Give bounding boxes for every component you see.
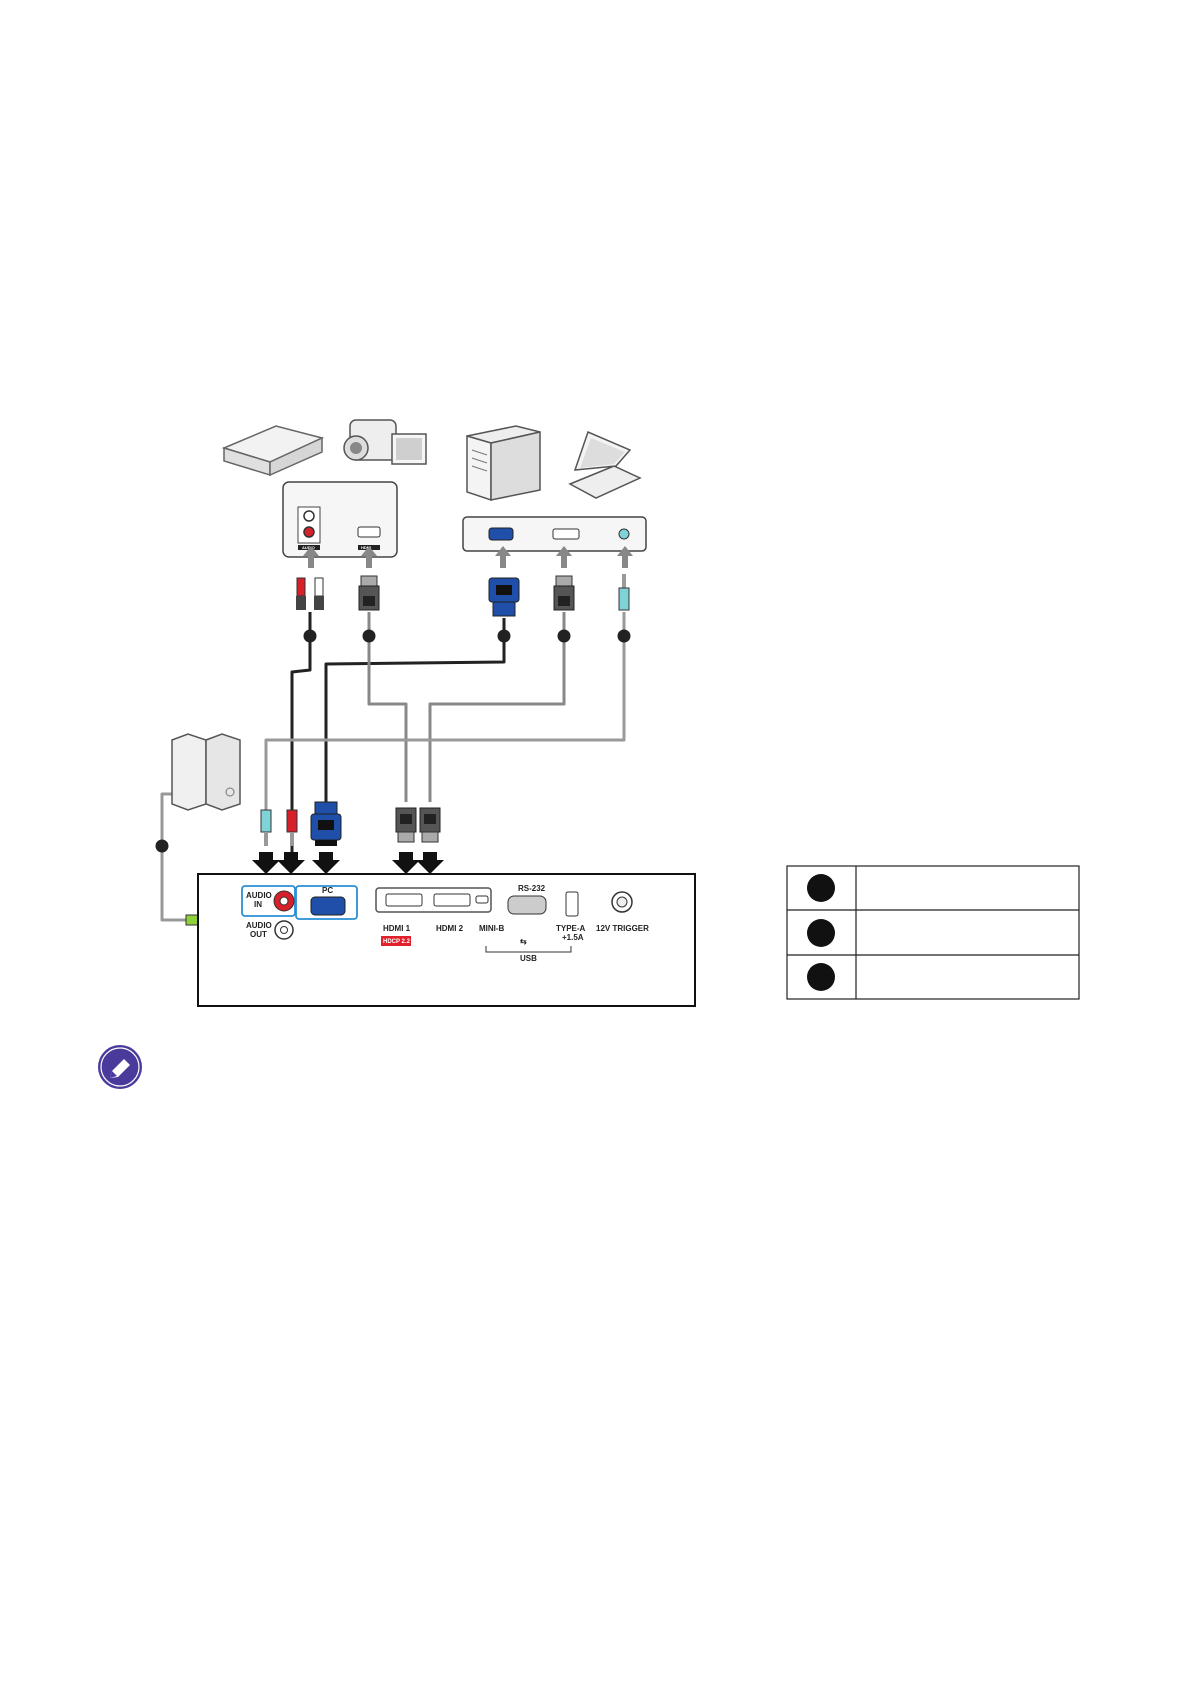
hdcp-label: HDCP 2.2 xyxy=(383,939,411,945)
vga-plug-top xyxy=(488,577,520,617)
camcorder-icon xyxy=(343,419,427,465)
hdmi-plug-top-right xyxy=(553,575,575,611)
pc-highlight xyxy=(295,885,358,920)
rs232-label: RS-232 xyxy=(518,884,546,893)
hdmi1-port xyxy=(385,893,423,907)
audio-out-label-1: AUDIO xyxy=(246,921,272,930)
mini-b-port xyxy=(475,895,489,904)
laptop-icon xyxy=(568,430,642,499)
audio-in-label-1: AUDIO xyxy=(246,891,272,900)
pc-device-port-panel xyxy=(462,516,647,552)
pc-label: PC xyxy=(322,886,333,895)
vga-plug-bottom xyxy=(310,801,342,846)
mini-b-label: MINI-B xyxy=(479,924,505,933)
trigger-label: 12V TRIGGER xyxy=(596,924,649,933)
legend-marker-2 xyxy=(807,919,835,947)
legend-marker-3 xyxy=(807,963,835,991)
av-device-port-panel: AUDIO HDMI xyxy=(282,481,398,558)
pencil-icon xyxy=(98,1045,142,1089)
rs232-port xyxy=(507,895,547,915)
legend-marker-1 xyxy=(807,874,835,902)
usb-symbol-icon: ⇆ xyxy=(520,937,527,946)
projector-rear-panel: AUDIO IN AUDIO OUT PC HDMI 1 HDCP 2.2 HD… xyxy=(197,873,696,1007)
hdmi2-port xyxy=(433,893,471,907)
device-input-arrows xyxy=(303,546,633,568)
rca-plug-bottom xyxy=(286,809,298,846)
audio-in-highlight xyxy=(241,885,296,917)
hdmi1-label: HDMI 1 xyxy=(383,924,411,933)
audio-in-label-2: IN xyxy=(254,900,262,909)
hdmi2-label: HDMI 2 xyxy=(436,924,464,933)
minijack-plug-bottom xyxy=(260,809,272,846)
cable-legend-table xyxy=(786,865,1080,1000)
type-a-port xyxy=(565,891,579,917)
cables xyxy=(160,612,626,922)
device-audio-label: AUDIO xyxy=(302,545,315,550)
type-a-label-1: TYPE-A xyxy=(556,924,586,933)
usb-label: USB xyxy=(520,954,537,963)
cable-markers xyxy=(155,629,631,853)
vga-port xyxy=(310,896,346,916)
type-a-label-2: +1.5A xyxy=(562,933,584,942)
hdcp-badge xyxy=(381,936,411,946)
dvd-player-icon xyxy=(221,425,325,477)
speakers-icon xyxy=(171,733,241,811)
device-hdmi-label: HDMI xyxy=(361,545,371,550)
rca-plugs-top xyxy=(296,577,324,610)
minijack-plug-top xyxy=(618,574,630,611)
audio-out-label-2: OUT xyxy=(250,930,267,939)
hdmi-plug-top-left xyxy=(358,575,380,611)
hdmi-plugs-bottom xyxy=(395,807,441,843)
desktop-computer-icon xyxy=(466,425,541,502)
